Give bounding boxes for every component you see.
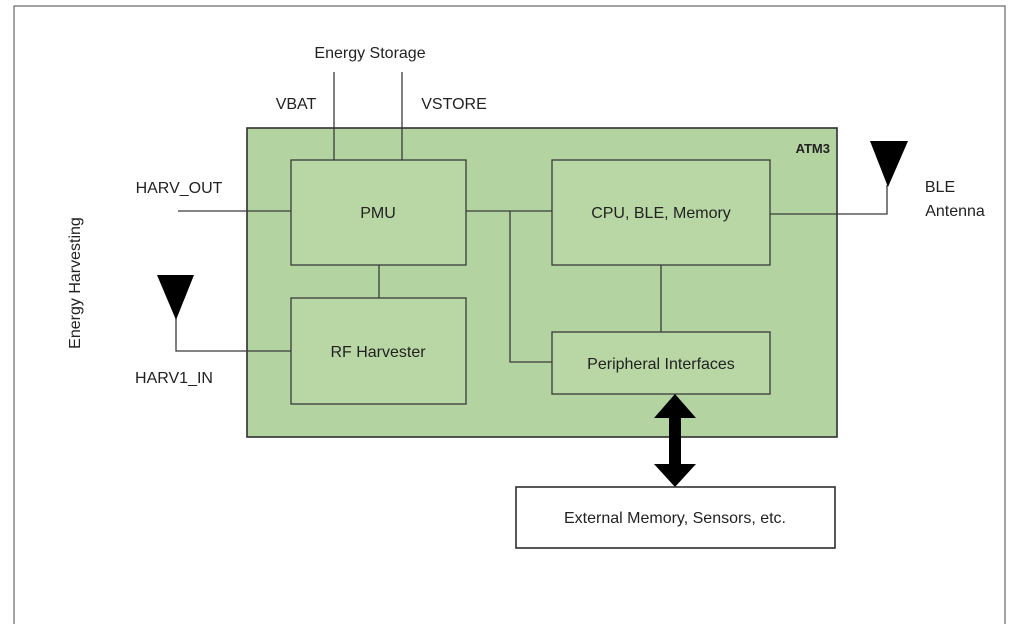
external-memory-block: External Memory, Sensors, etc.: [515, 486, 836, 549]
ble-antenna-icon: [870, 141, 908, 187]
vstore-label: VSTORE: [421, 96, 487, 113]
peripheral-interfaces-label: Peripheral Interfaces: [587, 356, 735, 373]
pmu-block: PMU: [290, 159, 467, 266]
rf-harvester-label: RF Harvester: [330, 344, 426, 361]
external-memory-label: External Memory, Sensors, etc.: [564, 510, 786, 527]
energy-harvesting-label: Energy Harvesting: [67, 217, 84, 349]
harv1-antenna-icon: [157, 275, 194, 320]
cpu-ble-memory-block: CPU, BLE, Memory: [551, 159, 771, 266]
vbat-label: VBAT: [276, 96, 317, 113]
energy-storage-label: Energy Storage: [314, 45, 425, 62]
rf-harvester-block: RF Harvester: [290, 297, 467, 405]
harv-out-label: HARV_OUT: [136, 180, 223, 197]
bidirectional-arrow-icon: [654, 394, 696, 487]
antenna-label: Antenna: [925, 203, 985, 220]
harv1-in-label: HARV1_IN: [135, 370, 213, 387]
cpu-ble-memory-label: CPU, BLE, Memory: [591, 205, 731, 222]
connections: [175, 72, 888, 363]
ble-label: BLE: [925, 179, 955, 196]
harv1-in-line: [175, 318, 291, 352]
peripheral-interfaces-block: Peripheral Interfaces: [551, 331, 771, 395]
chip-label: ATM3: [796, 141, 830, 156]
bus-peripheral-line: [509, 211, 552, 363]
pmu-label: PMU: [360, 205, 396, 222]
ble-antenna-line: [770, 185, 888, 215]
